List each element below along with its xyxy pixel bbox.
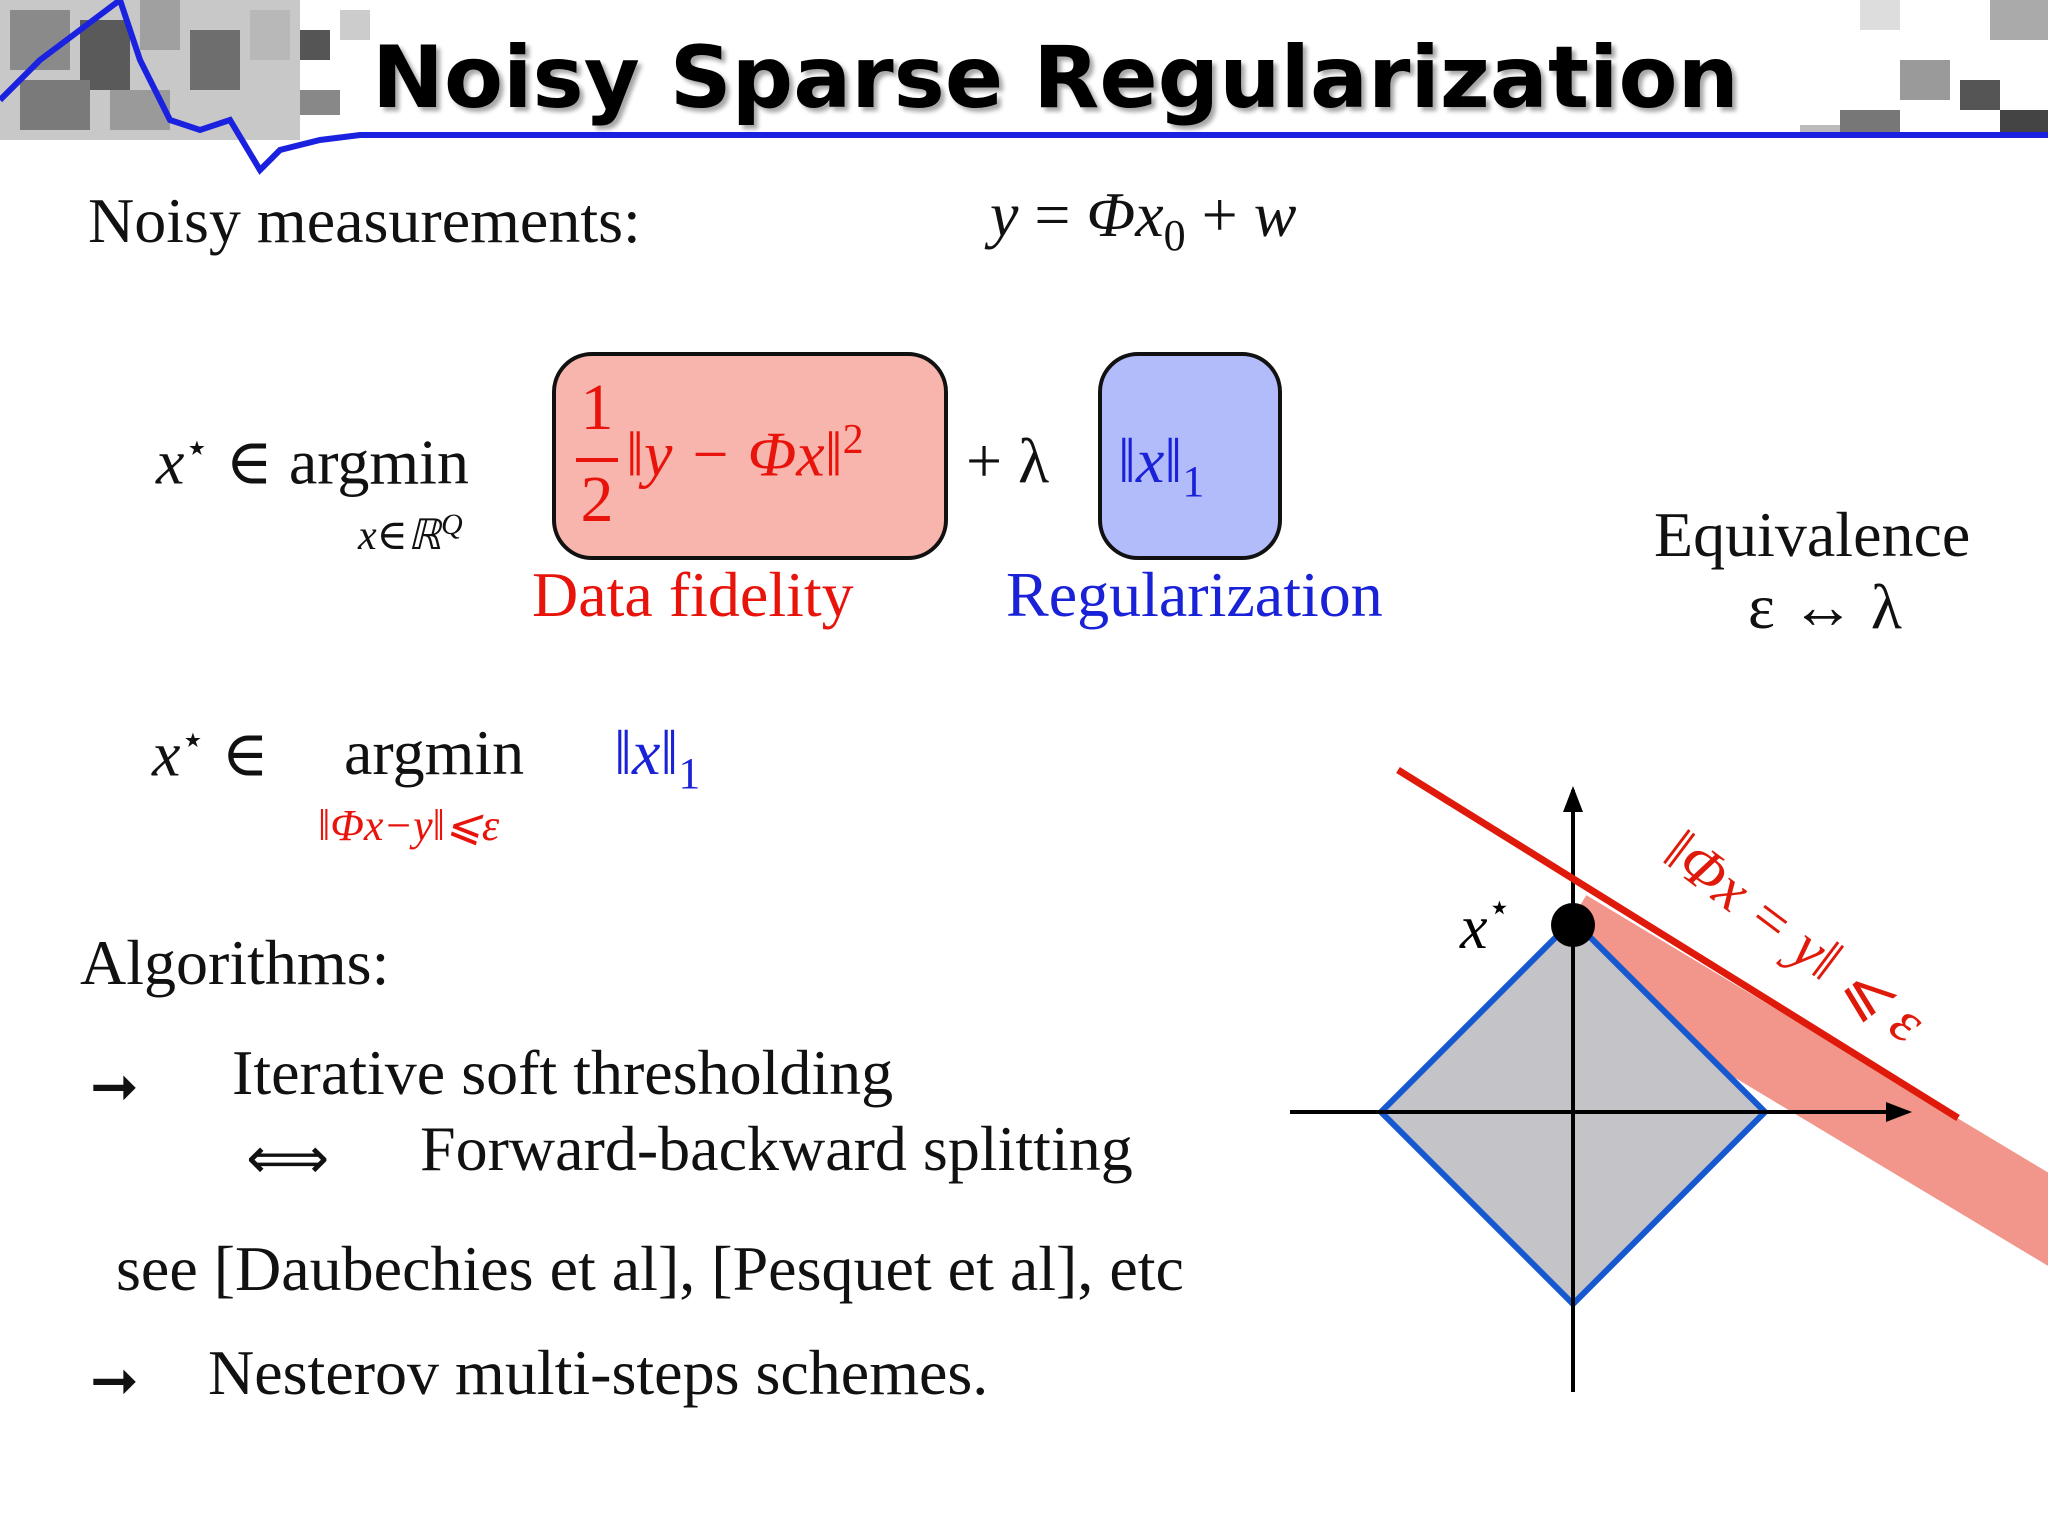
eq-phi-x: Φx (1086, 179, 1164, 250)
slide-title: Noisy Sparse Regularization (372, 28, 1739, 128)
eq-equals: = (1034, 179, 1071, 250)
y-axis-arrowhead (1563, 786, 1583, 812)
constraint-band (1545, 895, 2048, 1294)
eq-plus: + (1201, 179, 1238, 250)
equivalence-relation: ε ↔ λ (1748, 571, 1902, 642)
algorithm-item-nesterov: Nesterov multi-steps schemes. (208, 1337, 989, 1408)
frac-bar (576, 458, 618, 462)
fidelity-expression: ‖y − Φx‖2 (626, 417, 864, 490)
problem2-lhs: x⋆ ∈ (152, 717, 269, 790)
problem2-argmin: argmin (344, 717, 525, 788)
constraint-line (1396, 767, 1960, 1121)
solution-label: x⋆ (1459, 887, 1511, 962)
argmin-subscript: x∈ℝQ (358, 508, 463, 559)
regularization-label: Regularization (1006, 559, 1383, 630)
measurements-label: Noisy measurements: (88, 185, 641, 256)
regularization-box (1098, 352, 1282, 560)
x-star-var: x (156, 426, 185, 498)
plus-lambda: + λ (966, 425, 1050, 496)
eq-y: y (990, 179, 1019, 250)
argmin-operator: argmin (288, 426, 469, 498)
element-of: ∈ (225, 426, 273, 498)
measurement-equation: y = Φx0 + w (990, 178, 1296, 261)
problem2-constraint: ‖Φx−y‖⩽ε (318, 801, 500, 850)
algorithm-item-fb: Forward-backward splitting (420, 1113, 1133, 1184)
data-fidelity-label: Data fidelity (532, 559, 854, 630)
fidelity-exponent: 2 (842, 417, 864, 463)
l1-ball-diagram: x⋆ ‖Φx = y‖ ⩽ ε (1290, 767, 2048, 1392)
regularization-expression: ‖x‖1 (1118, 425, 1205, 506)
references-note: see [Daubechies et al], [Pesquet et al],… (116, 1233, 1184, 1304)
star-symbol: ⋆ (184, 425, 210, 470)
header-decoration (0, 0, 2048, 175)
algorithm-item-ist: Iterative soft thresholding (232, 1037, 894, 1108)
arrow-icon: ➞ (90, 1346, 139, 1414)
x-axis-arrowhead (1886, 1102, 1912, 1122)
header-accent-curve (0, 0, 2048, 175)
frac-numerator: 1 (580, 371, 614, 444)
reg-subscript: 1 (1182, 456, 1205, 506)
arrow-icon: ➞ (90, 1052, 139, 1120)
data-fidelity-box (552, 352, 948, 560)
header-image-mosaic (0, 0, 2048, 140)
eq-sub-zero: 0 (1163, 210, 1186, 260)
solution-point (1551, 903, 1595, 947)
problem2-objective: ‖x‖1 (614, 717, 701, 798)
iff-arrow-icon: ⟺ (246, 1124, 330, 1192)
frac-denominator: 2 (580, 463, 614, 536)
equivalence-title: Equivalence (1654, 499, 1971, 570)
eq-w: w (1253, 179, 1297, 250)
problem1-lhs: x⋆ ∈ argmin (156, 424, 469, 499)
algorithms-heading: Algorithms: (80, 927, 390, 998)
